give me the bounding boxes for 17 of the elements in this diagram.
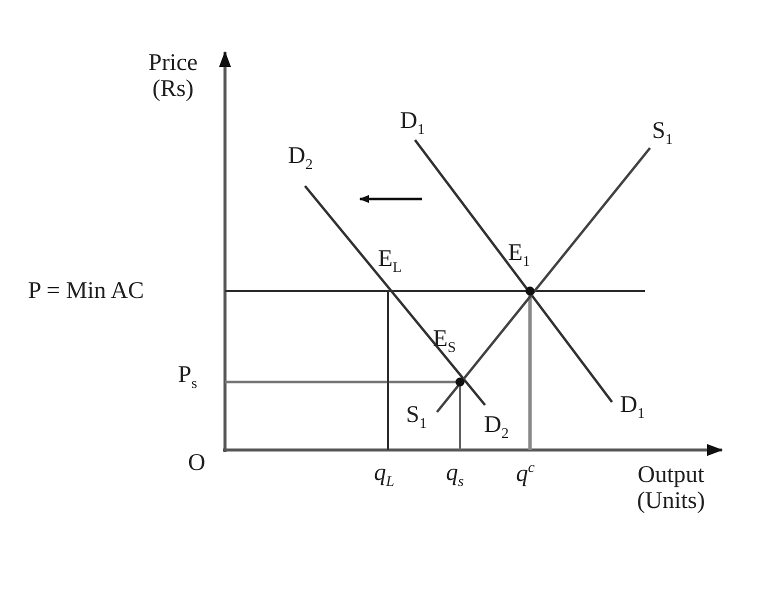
price-label: P$_{s}$ [178, 362, 198, 392]
axis-title: Price (Rs) [147, 50, 199, 103]
origin-label: O [188, 450, 206, 476]
quantity-label: q$^{c}$ [516, 460, 535, 488]
curve-label: S$_{1}$ [406, 402, 427, 432]
point-label: E$_{L}$ [378, 246, 402, 276]
curve-label: D$_{2}$ [484, 412, 509, 442]
curve-label: D$_{1}$ [620, 392, 645, 422]
point-label: E$_{S}$ [433, 326, 456, 356]
quantity-label: q$_{s}$ [446, 460, 464, 490]
curve-label: D$_{1}$ [400, 108, 425, 138]
point-label: E$_{1}$ [508, 240, 530, 270]
price-label: P = Min AC [28, 278, 144, 304]
curve-label: D$_{2}$ [288, 143, 313, 174]
axis-title: Output (Units) [636, 462, 706, 515]
curve-label: S$_{1}$ [652, 118, 673, 148]
quantity-label: q$_{L}$ [374, 460, 394, 490]
